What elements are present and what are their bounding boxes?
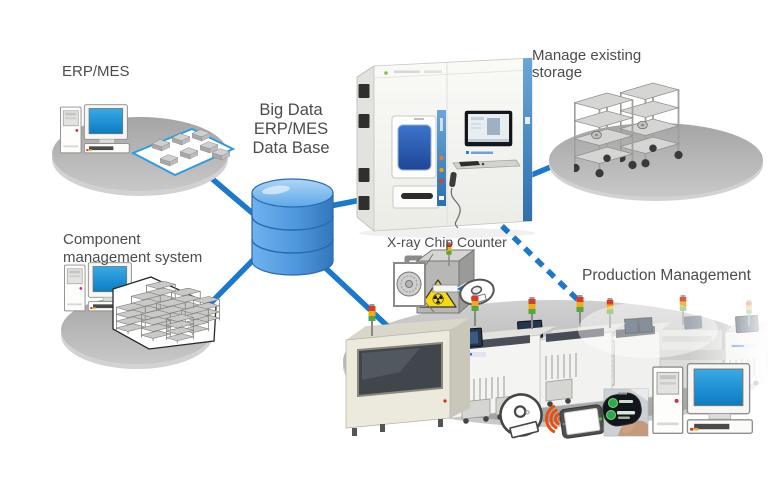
xray-chip-counter-label: X-ray Chip Counter — [387, 234, 507, 250]
machine-monitor — [464, 110, 513, 147]
component-label-line1: Component — [63, 231, 141, 248]
radiation-symbol: ☢ — [431, 291, 444, 309]
database-cylinder-icon — [251, 178, 334, 276]
database-label-line2: ERP/MES — [253, 120, 329, 138]
connector-machine-production-dashed — [500, 224, 584, 306]
tablet-icon — [559, 404, 605, 439]
xray-chip-counter: ☢ — [393, 242, 495, 315]
erp-mes-label: ERP/MES — [62, 63, 130, 80]
storage-label-line1: Manage existing — [532, 47, 642, 64]
component-reel-icon — [459, 278, 495, 306]
database-label: Big Data ERP/MES Data Base — [222, 101, 360, 158]
component-label-line2: management system — [63, 249, 203, 266]
machine-output-slot — [401, 193, 433, 199]
database-label-line3: Data Base — [252, 139, 330, 157]
smartphone-photo — [602, 388, 649, 437]
manage-storage-label: Manage existing storage — [532, 47, 641, 81]
database-label-line1: Big Data — [259, 101, 323, 119]
component-management-label: Component management system — [63, 231, 202, 267]
connector-db-production — [313, 256, 402, 340]
existing-storage-platform — [549, 82, 763, 201]
component-management-platform — [61, 262, 220, 369]
machine-blue-band — [523, 58, 532, 222]
smt-reel-icon — [499, 393, 543, 439]
machine-status-led — [384, 71, 388, 75]
fade-fog — [578, 302, 718, 358]
storage-tower-machine — [356, 57, 535, 238]
machine-side-vents — [358, 84, 370, 210]
magnifier-inset — [393, 262, 426, 307]
barcode-scanner-icon — [449, 171, 457, 188]
machine-door-window — [397, 124, 432, 171]
storage-label-line2: storage — [532, 64, 583, 81]
erp-computer — [60, 104, 130, 154]
screen-printer-machine — [345, 318, 470, 436]
radiation-warning-icon — [419, 279, 457, 308]
xray-slot — [432, 284, 459, 293]
production-management-label: Production Management — [582, 267, 751, 284]
erp-mes-platform — [52, 104, 236, 196]
production-desktop-computer — [652, 363, 753, 434]
